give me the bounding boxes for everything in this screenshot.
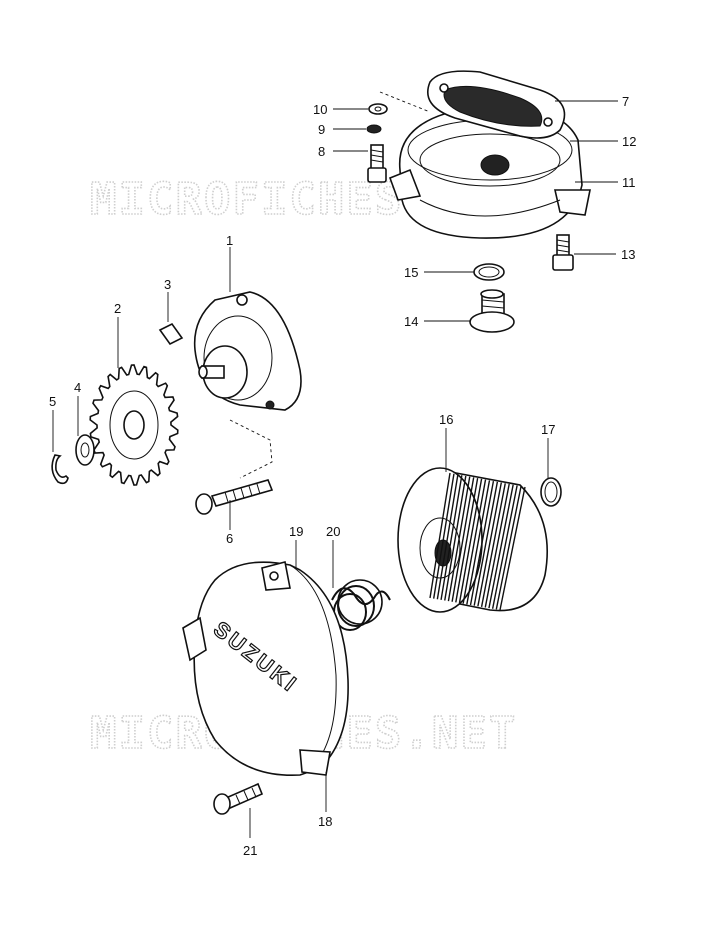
spring-20 — [331, 579, 391, 631]
callouts: 1 2 3 4 5 6 7 8 9 10 11 12 13 — [49, 94, 636, 858]
oil-filter-16 — [397, 467, 548, 613]
filter-pleat — [477, 482, 503, 607]
callout-16: 16 — [439, 412, 453, 427]
circlip-5 — [51, 454, 69, 485]
callout-20: 20 — [326, 524, 340, 539]
filter-pleat — [469, 480, 495, 606]
callout-7: 7 — [622, 94, 629, 109]
callout-18: 18 — [318, 814, 332, 829]
callout-13: 13 — [621, 247, 635, 262]
callout-11: 11 — [622, 175, 636, 190]
callout-3: 3 — [164, 277, 171, 292]
filter-pleat — [488, 484, 514, 609]
callout-1: 1 — [226, 233, 233, 248]
callout-6: 6 — [226, 531, 233, 546]
filter-pleat — [491, 485, 518, 609]
callout-17: 17 — [541, 422, 555, 437]
callout-19: 19 — [289, 524, 303, 539]
bolt-8 — [367, 144, 387, 183]
callout-9: 9 — [318, 122, 325, 137]
callout-14: 14 — [404, 314, 418, 329]
guide-line-pump — [229, 419, 273, 479]
callout-21: 21 — [243, 843, 257, 858]
filter-pleat — [495, 486, 522, 610]
pin-3 — [158, 322, 184, 346]
filter-pleat — [473, 481, 499, 606]
callout-12: 12 — [622, 134, 636, 149]
gear-2 — [89, 364, 179, 486]
filter-pleat — [436, 474, 459, 600]
callout-5: 5 — [49, 394, 56, 409]
filter-cover-18: SUZUKI — [182, 561, 349, 776]
filter-pleat — [447, 476, 471, 602]
callout-10: 10 — [313, 102, 327, 117]
washer-4 — [75, 434, 95, 466]
washer-10 — [368, 103, 388, 115]
filter-pleats — [429, 472, 526, 611]
filter-pleat — [451, 477, 475, 602]
lock-washer-9 — [366, 124, 382, 134]
filter-pleat — [429, 472, 451, 599]
oil-pump — [193, 291, 302, 411]
gasket-plate — [427, 70, 566, 139]
callout-8: 8 — [318, 144, 325, 159]
screw-6 — [195, 479, 274, 515]
screw-21 — [213, 782, 264, 815]
drain-plug-14 — [469, 289, 515, 333]
filter-pleat — [462, 479, 487, 604]
filter-pleat — [484, 483, 510, 608]
callout-4: 4 — [74, 380, 81, 395]
filter-pleat — [444, 475, 467, 601]
filter-pleat — [455, 478, 479, 603]
bolt-13 — [552, 234, 574, 271]
filter-pleat — [499, 486, 526, 611]
filter-pleat — [466, 480, 491, 605]
strainer-housing — [388, 105, 591, 239]
filter-pleat — [440, 475, 463, 601]
guide-line-gasket — [379, 91, 431, 113]
filter-pleat — [432, 473, 455, 599]
callout-15: 15 — [404, 265, 418, 280]
filter-pleat — [458, 478, 483, 604]
callout-2: 2 — [114, 301, 121, 316]
o-ring-17 — [540, 477, 562, 507]
filter-pleat — [480, 483, 506, 607]
